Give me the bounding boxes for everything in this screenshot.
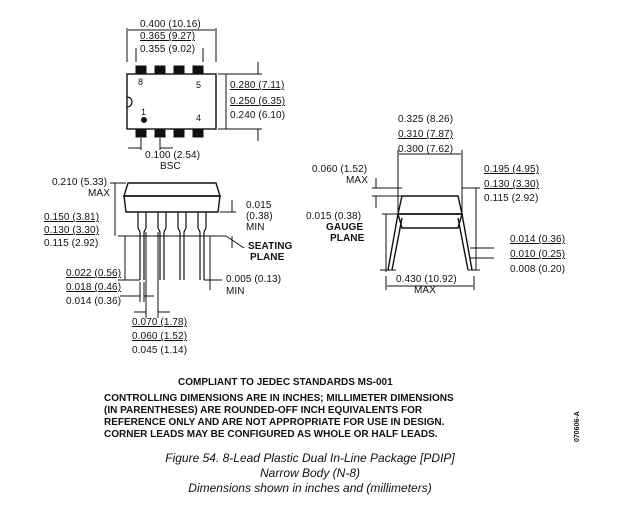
top-width-max: 0.280 (7.11) <box>230 80 285 91</box>
figure-caption-units: Dimensions shown in inches and (millimet… <box>188 481 432 495</box>
shoulder-min: 0.045 (1.14) <box>132 345 188 356</box>
note-line-4: CORNER LEADS MAY BE CONFIGURED AS WHOLE … <box>104 429 438 440</box>
note-line-1: CONTROLLING DIMENSIONS ARE IN INCHES; MI… <box>104 393 454 404</box>
height-max-label: MAX <box>88 188 110 199</box>
lead-height-min: 0.115 (2.92) <box>484 193 539 204</box>
pin-label-8: 8 <box>138 77 144 87</box>
top-width-nom: 0.250 (6.35) <box>230 96 286 107</box>
jedec-note: COMPLIANT TO JEDEC STANDARDS MS-001 <box>178 377 393 388</box>
standoff-mm: (0.38) <box>246 211 273 222</box>
seating-plane-label-1: SEATING <box>248 241 293 252</box>
end-width-nom: 0.310 (7.87) <box>398 129 454 140</box>
pin-label-5: 5 <box>196 80 202 90</box>
spread-max-label: MAX <box>414 285 436 296</box>
thickness-min: 0.008 (0.20) <box>510 264 566 275</box>
figure-caption-body: Narrow Body (N-8) <box>259 466 361 480</box>
gauge-dim: 0.015 (0.38) <box>306 211 362 222</box>
body-height: 0.060 (1.52) <box>312 164 368 175</box>
body-height-label: MAX <box>346 175 368 186</box>
spread-max: 0.430 (10.92) <box>396 274 457 285</box>
lead-width-min: 0.014 (0.36) <box>66 296 122 307</box>
lead-len-nom: 0.130 (3.30) <box>44 225 100 236</box>
front-view-outline <box>110 182 245 318</box>
top-len-min: 0.355 (9.02) <box>140 44 196 55</box>
top-len-max: 0.400 (10.16) <box>140 19 201 30</box>
seating-plane-label-2: PLANE <box>250 252 285 263</box>
end-width-max: 0.325 (8.26) <box>398 114 454 125</box>
top-width-min: 0.240 (6.10) <box>230 110 286 121</box>
seat-min: 0.005 (0.13) <box>226 274 282 285</box>
end-view-outline <box>372 150 494 290</box>
top-view-outline <box>126 28 262 150</box>
lead-width-nom: 0.018 (0.46) <box>66 282 122 293</box>
standoff: 0.015 <box>246 200 272 211</box>
shoulder-max: 0.070 (1.78) <box>132 317 188 328</box>
seat-min-label: MIN <box>226 286 245 297</box>
end-width-min: 0.300 (7.62) <box>398 144 454 155</box>
lead-height-nom: 0.130 (3.30) <box>484 179 540 190</box>
drawing-code: 070606-A <box>574 411 581 442</box>
pin-label-4: 4 <box>196 113 202 123</box>
shoulder-nom: 0.060 (1.52) <box>132 331 188 342</box>
lead-len-max: 0.150 (3.81) <box>44 212 100 223</box>
thickness-max: 0.014 (0.36) <box>510 234 566 245</box>
pin-pitch-note: BSC <box>160 161 181 172</box>
pin-pitch: 0.100 (2.54) <box>145 150 201 161</box>
thickness-nom: 0.010 (0.25) <box>510 249 566 260</box>
top-len-nom: 0.365 (9.27) <box>140 31 196 42</box>
note-line-2: (IN PARENTHESES) ARE ROUNDED-OFF INCH EQ… <box>104 405 423 416</box>
pin-label-1: 1 <box>141 107 147 117</box>
lead-len-min: 0.115 (2.92) <box>44 238 99 249</box>
figure-caption: Figure 54. 8-Lead Plastic Dual In-Line P… <box>165 451 455 465</box>
height-max: 0.210 (5.33) <box>52 177 108 188</box>
lead-width-max: 0.022 (0.56) <box>66 268 122 279</box>
gauge-label-1: GAUGE <box>326 222 364 233</box>
standoff-label: MIN <box>246 222 265 233</box>
note-line-3: REFERENCE ONLY AND ARE NOT APPROPRIATE F… <box>104 417 445 428</box>
lead-height-max: 0.195 (4.95) <box>484 164 540 175</box>
gauge-label-2: PLANE <box>330 233 365 244</box>
